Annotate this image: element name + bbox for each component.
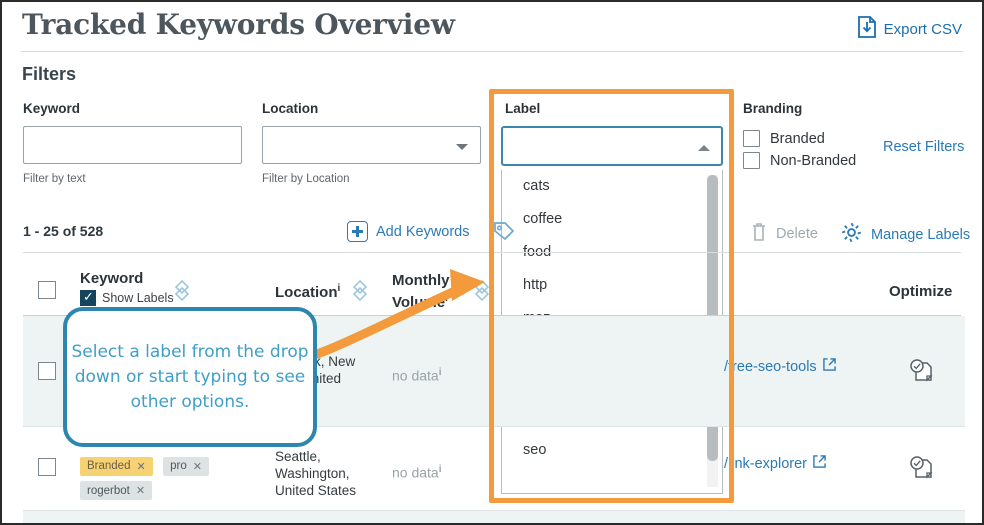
location-filter-label: Location	[262, 101, 319, 116]
label-tag-text: Branded	[87, 460, 131, 472]
label-tag[interactable]: Branded ✕	[80, 456, 153, 476]
reset-filters-button[interactable]: Reset Filters	[883, 139, 965, 155]
row-monthly-volume: no datai	[392, 367, 442, 384]
column-header-keyword: Keyword	[80, 270, 144, 287]
tag-icon	[493, 221, 515, 247]
show-labels-toggle[interactable]: Show Labels	[80, 289, 174, 306]
result-count: 1 - 25 of 528	[23, 223, 104, 239]
label-option[interactable]: coffee	[523, 211, 563, 227]
row-divider	[23, 426, 965, 427]
location-filter-select[interactable]	[262, 126, 481, 164]
row-location: Seattle, Washington, United States	[275, 448, 356, 499]
location-filter-help: Filter by Location	[262, 173, 350, 185]
info-marker[interactable]: i	[445, 293, 448, 304]
close-x-icon[interactable]: ✕	[136, 460, 146, 473]
row-labels[interactable]: Branded ✕ pro ✕ rogerbot ✕	[80, 456, 295, 505]
external-link-icon	[813, 455, 826, 472]
chevron-up-icon	[698, 145, 710, 151]
label-option[interactable]: seo	[523, 442, 547, 458]
optimize-page-check-icon[interactable]	[908, 357, 934, 383]
add-keywords-label: Add Keywords	[376, 223, 470, 240]
toolbar-divider	[23, 252, 961, 253]
checkbox-show-labels[interactable]	[80, 289, 96, 306]
column-header-location-text: Location	[275, 284, 338, 301]
row-url-text: /free-seo-tools	[724, 358, 817, 375]
gear-icon	[840, 221, 863, 248]
checkbox-branded[interactable]	[743, 130, 760, 147]
row-monthly-volume: no datai	[392, 464, 442, 481]
branding-non-branded-label: Non-Branded	[770, 152, 857, 169]
export-csv-label: Export CSV	[883, 20, 962, 38]
branding-filter-label: Branding	[743, 101, 803, 116]
callout-text: Select a label from the drop down or sta…	[71, 341, 309, 412]
table-row[interactable]	[23, 511, 965, 523]
row-location-line1: Seattle,	[275, 449, 321, 464]
callout-tooltip: Select a label from the drop down or sta…	[63, 307, 317, 447]
row-url-link[interactable]: /free-seo-tools	[724, 358, 836, 375]
row-location-line2: Washington,	[275, 466, 350, 481]
column-header-monthly-volume: Monthly Volumei	[392, 272, 450, 312]
info-marker[interactable]: i	[438, 367, 442, 378]
row-divider	[23, 510, 965, 511]
filters-heading: Filters	[22, 64, 77, 84]
branding-option-non-branded[interactable]: Non-Branded	[743, 152, 856, 169]
document-download-icon	[857, 16, 877, 42]
sort-updown-icon[interactable]	[174, 279, 190, 302]
header-divider	[21, 51, 963, 52]
row-checkbox[interactable]	[38, 362, 56, 380]
column-header-monthly-volume-line1: Monthly	[392, 272, 450, 289]
keyword-filter-label: Keyword	[23, 101, 81, 116]
row-url-link[interactable]: /link-explorer	[724, 455, 826, 472]
branding-branded-label: Branded	[770, 130, 825, 147]
row-monthly-volume-text: no data	[392, 367, 439, 384]
row-monthly-volume-text: no data	[392, 464, 439, 481]
close-x-icon[interactable]: ✕	[135, 485, 146, 497]
row-location-line3: United States	[275, 483, 357, 498]
label-tag[interactable]: pro ✕	[163, 456, 209, 476]
add-keywords-button[interactable]: Add Keywords	[347, 221, 470, 242]
export-csv-button[interactable]: Export CSV	[857, 16, 962, 42]
label-option[interactable]: http	[523, 277, 548, 293]
external-link-icon	[822, 358, 836, 375]
row-checkbox[interactable]	[38, 458, 56, 476]
page-title: Tracked Keywords Overview	[22, 8, 455, 41]
delete-label: Delete	[776, 225, 818, 242]
keyword-filter-input[interactable]	[23, 126, 242, 164]
sort-updown-icon[interactable]	[474, 279, 490, 302]
label-filter-combobox[interactable]	[501, 126, 723, 166]
info-marker[interactable]: i	[438, 464, 442, 475]
show-labels-label: Show Labels	[102, 291, 174, 305]
info-marker[interactable]: i	[337, 283, 341, 294]
label-option[interactable]	[502, 467, 722, 493]
keyword-filter-help: Filter by text	[23, 173, 86, 185]
sort-updown-icon[interactable]	[352, 279, 368, 302]
close-x-icon[interactable]: ✕	[192, 460, 202, 473]
column-header-optimize: Optimize	[889, 283, 953, 300]
plus-box-icon	[347, 221, 368, 242]
branding-option-branded[interactable]: Branded	[743, 130, 825, 147]
optimize-page-check-icon[interactable]	[908, 454, 934, 480]
manage-labels-label: Manage Labels	[871, 226, 971, 243]
manage-labels-button[interactable]: Manage Labels	[840, 221, 970, 248]
select-all-checkbox[interactable]	[38, 281, 56, 299]
column-header-monthly-volume-line2: Volume	[392, 294, 446, 311]
label-filter-label: Label	[505, 101, 541, 116]
label-tag-text: rogerbot	[87, 484, 130, 497]
delete-button[interactable]: Delete	[750, 221, 818, 246]
label-tag[interactable]: rogerbot ✕	[80, 481, 153, 500]
row-url-text: /link-explorer	[724, 455, 807, 472]
column-header-location: Locationi	[275, 283, 340, 301]
label-keywords-button[interactable]	[493, 221, 515, 247]
label-option[interactable]: cats	[523, 178, 550, 194]
checkbox-non-branded[interactable]	[743, 152, 760, 169]
trash-icon	[750, 221, 768, 246]
label-tag-text: pro	[170, 460, 187, 472]
